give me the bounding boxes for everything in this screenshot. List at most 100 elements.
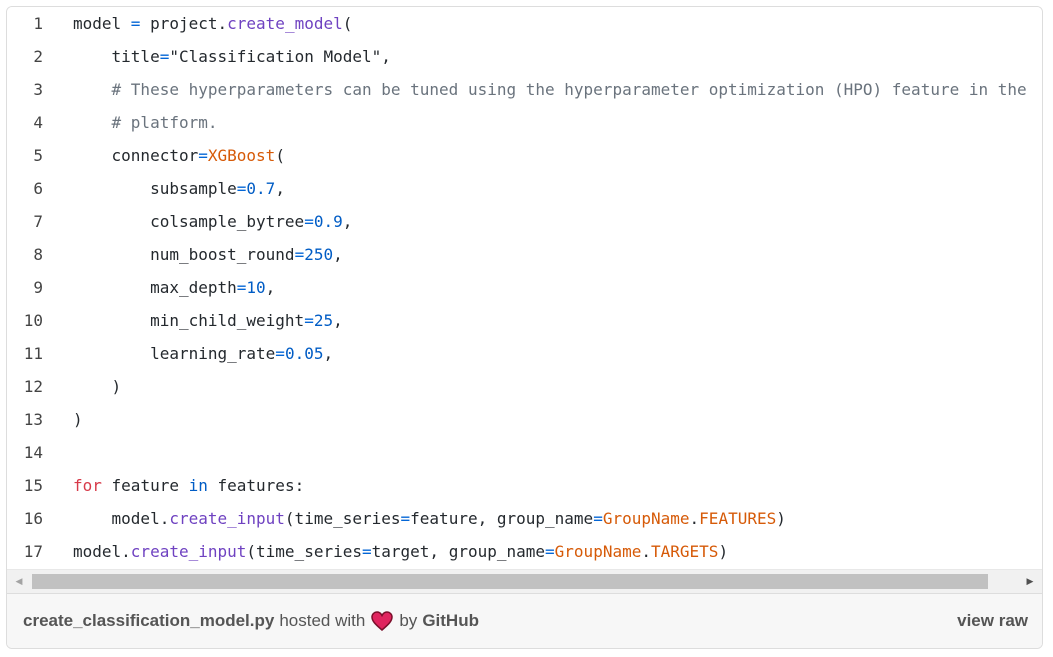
line-code: model.create_input(time_series=feature, … — [73, 502, 786, 535]
line-number[interactable]: 5 — [33, 146, 43, 165]
code-token: . — [689, 509, 700, 528]
scroll-left-icon[interactable]: ◀ — [15, 576, 23, 587]
code-token: , — [381, 47, 391, 66]
code-line: 1 model = project.create_model( — [7, 7, 1042, 40]
code-token: TARGETS — [651, 542, 719, 561]
code-token: features: — [207, 476, 305, 495]
code-token: = — [236, 179, 247, 198]
code-line: 11 learning_rate=0.05, — [7, 337, 1042, 370]
line-code: learning_rate=0.05, — [73, 337, 333, 370]
line-number[interactable]: 13 — [23, 410, 43, 429]
code-line: 8 num_boost_round=250, — [7, 238, 1042, 271]
heart-icon — [371, 611, 394, 631]
code-token: ) — [73, 377, 122, 396]
code-token: project. — [140, 14, 228, 33]
line-code: for feature in features: — [73, 469, 304, 502]
line-code: model.create_input(time_series=target, g… — [73, 535, 728, 568]
line-code: title="Classification Model", — [73, 40, 391, 73]
code-token: learning_rate — [73, 344, 276, 363]
code-token: num_boost_round — [73, 245, 295, 264]
line-code: # These hyperparameters can be tuned usi… — [73, 73, 1027, 106]
line-code: ) — [73, 370, 122, 403]
line-code: subsample=0.7, — [73, 172, 285, 205]
line-number[interactable]: 12 — [23, 377, 43, 396]
line-number[interactable]: 14 — [23, 443, 43, 462]
code-token: = — [593, 509, 603, 528]
line-number[interactable]: 6 — [33, 179, 43, 198]
code-line: 12 ) — [7, 370, 1042, 403]
code-token: max_depth — [73, 278, 237, 297]
code-token: GroupName — [554, 542, 642, 561]
code-token: title — [73, 47, 160, 66]
line-number[interactable]: 3 — [33, 80, 43, 99]
code-token: connector — [73, 146, 199, 165]
code-token: = — [294, 245, 305, 264]
code-line: 5 connector=XGBoost( — [7, 139, 1042, 172]
code-token: 0.7 — [246, 179, 276, 198]
code-token: GroupName — [602, 509, 690, 528]
scrollbar-thumb[interactable] — [32, 574, 988, 589]
line-number[interactable]: 7 — [33, 212, 43, 231]
line-code: connector=XGBoost( — [73, 139, 285, 172]
line-number[interactable]: 2 — [33, 47, 43, 66]
gist-footer: create_classification_model.py hosted wi… — [7, 593, 1042, 648]
code-token: = — [198, 146, 208, 165]
code-token: = — [400, 509, 411, 528]
line-code: max_depth=10, — [73, 271, 275, 304]
code-token: create_input — [130, 542, 247, 561]
code-token: , — [265, 278, 276, 297]
code-token: = — [130, 14, 141, 33]
code-token: = — [236, 278, 247, 297]
line-code: # platform. — [73, 106, 218, 139]
code-token: 0.05 — [284, 344, 324, 363]
line-code: min_child_weight=25, — [73, 304, 343, 337]
code-token: create_model — [227, 14, 343, 33]
line-number[interactable]: 8 — [33, 245, 43, 264]
line-number[interactable]: 11 — [23, 344, 43, 363]
line-code: colsample_bytree=0.9, — [73, 205, 352, 238]
code-token: ( — [342, 14, 353, 33]
code-line: 13) — [7, 403, 1042, 436]
code-token: = — [361, 542, 372, 561]
line-code: model = project.create_model( — [73, 7, 352, 40]
github-link[interactable]: GitHub — [422, 611, 479, 630]
code-line: 15 for feature in features: — [7, 469, 1042, 502]
code-line: 4 # platform. — [7, 106, 1042, 139]
line-number[interactable]: 4 — [33, 113, 43, 132]
horizontal-scrollbar[interactable]: ◀ ▶ — [7, 569, 1042, 593]
line-number[interactable]: 17 — [23, 542, 43, 561]
code-token: colsample_bytree — [73, 212, 305, 231]
view-raw-link[interactable]: view raw — [957, 611, 1028, 630]
code-token: (time_series — [284, 509, 401, 528]
code-token: model. — [73, 509, 170, 528]
code-line: 14 — [7, 436, 1042, 469]
code-token: , — [342, 212, 353, 231]
code-token: , — [333, 311, 343, 330]
code-token: # These hyperparameters can be tuned usi… — [73, 80, 1027, 99]
scroll-right-icon[interactable]: ▶ — [1026, 576, 1034, 587]
line-code: num_boost_round=250, — [73, 238, 343, 271]
code-token: = — [159, 47, 170, 66]
line-number[interactable]: 15 — [23, 476, 43, 495]
code-token: ) — [73, 410, 83, 429]
code-token: feature — [101, 476, 189, 495]
line-number[interactable]: 9 — [33, 278, 43, 297]
by-text: by — [399, 611, 418, 630]
code-token: 25 — [313, 311, 334, 330]
line-number[interactable]: 1 — [33, 14, 43, 33]
code-token: ( — [275, 146, 285, 165]
code-token: create_input — [169, 509, 285, 528]
code-token: = — [545, 542, 555, 561]
code-token: # platform. — [73, 113, 218, 132]
line-number[interactable]: 16 — [23, 509, 43, 528]
code-token: target, group_name — [371, 542, 546, 561]
code-line: 9 max_depth=10, — [7, 271, 1042, 304]
code-token: , — [333, 245, 343, 264]
code-token: "Classification Model" — [169, 47, 382, 66]
code-line: 16 model.create_input(time_series=featur… — [7, 502, 1042, 535]
code-token: FEATURES — [699, 509, 777, 528]
line-number[interactable]: 10 — [23, 311, 43, 330]
code-token: = — [304, 311, 314, 330]
file-link[interactable]: create_classification_model.py — [23, 611, 275, 630]
